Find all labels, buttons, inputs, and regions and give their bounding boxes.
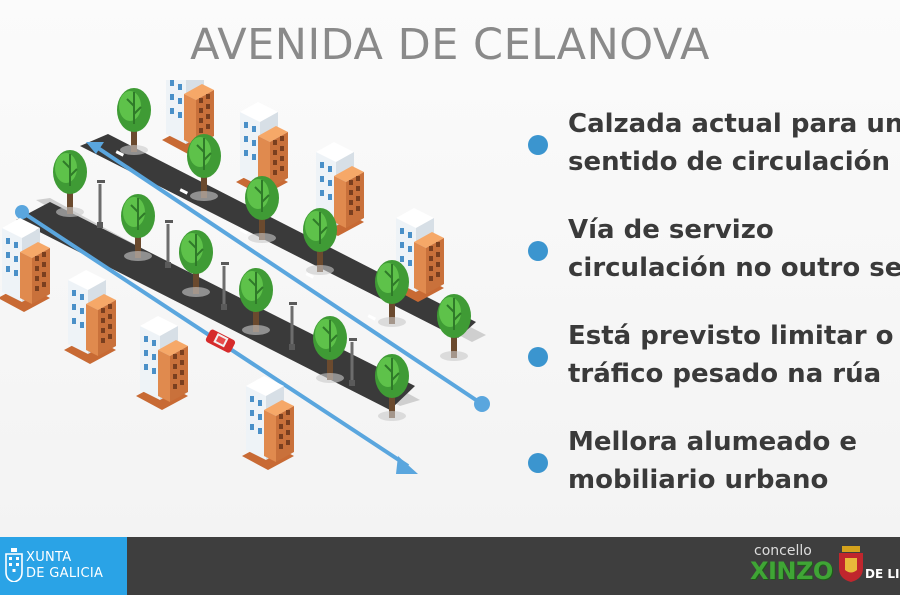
- xunta-line-2: DE GALICIA: [26, 566, 104, 581]
- bullet-text: Calzada actual para un único sentido de …: [568, 109, 900, 177]
- bullet-text: Vía de servizo circulación no outro sent…: [568, 215, 900, 283]
- street-illustration: [0, 80, 490, 474]
- bullet-item: Calzada actual para un único sentido de …: [528, 105, 900, 211]
- concello-label: concello: [754, 543, 812, 559]
- slide: AVENIDA DE CELANOVA: [0, 0, 900, 537]
- concello-name: XINZO: [750, 557, 833, 585]
- bullet-item: Vía de servizo circulación no outro sent…: [528, 211, 900, 317]
- xunta-logo: XUNTA DE GALICIA: [0, 537, 127, 595]
- bullet-dot: [528, 241, 548, 261]
- footer-bar: XUNTA DE GALICIA concello XINZO DE LIMIA: [0, 537, 900, 595]
- bullet-dot: [528, 135, 548, 155]
- xunta-line-1: XUNTA: [26, 550, 72, 565]
- bullet-item: Está previsto limitar o tráfico pesado n…: [528, 317, 900, 423]
- xunta-crest-icon: [5, 548, 23, 582]
- xinzo-shield-icon: [839, 546, 863, 582]
- main-road: [16, 202, 415, 410]
- slide-title: AVENIDA DE CELANOVA: [190, 20, 710, 70]
- red-car: [205, 329, 236, 353]
- bullet-text: Mellora alumeado e mobiliario urbano: [568, 427, 858, 495]
- bullet-item: Mellora alumeado e mobiliario urbano: [528, 423, 900, 529]
- bullet-text: Está previsto limitar o tráfico pesado n…: [568, 321, 894, 389]
- bullet-list: Calzada actual para un único sentido de …: [528, 105, 900, 529]
- concello-logo: concello XINZO DE LIMIA: [750, 541, 900, 595]
- bullet-dot: [528, 347, 548, 367]
- bullet-dot: [528, 453, 548, 473]
- concello-de: DE LIMIA: [865, 567, 900, 581]
